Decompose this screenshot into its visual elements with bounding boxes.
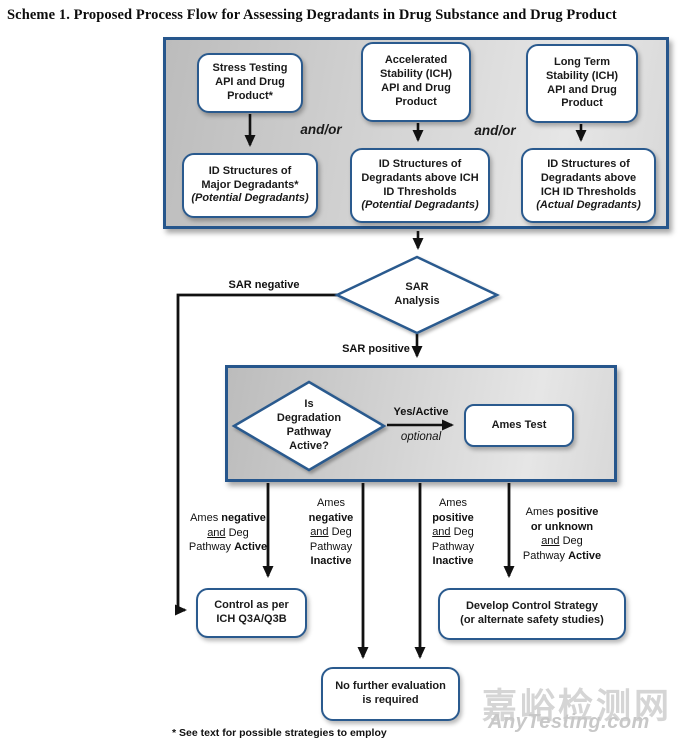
degradation-pathway-label: Is Degradation Pathway Active? — [276, 398, 342, 452]
sar-analysis-label: SAR Analysis — [394, 281, 440, 307]
branch-label-ames-positive-inactive: Ames positive and Deg Pathway Inactive — [431, 497, 475, 568]
node-develop-control-strategy-label: Develop Control Strategy (or alternate s… — [460, 600, 604, 626]
and-or-label-right: and/or — [474, 123, 516, 138]
node-develop-control-strategy: Develop Control Strategy (or alternate s… — [438, 588, 626, 640]
node-stress-testing-label: Stress Testing API and Drug Product* — [212, 62, 288, 102]
watermark-chinese: 嘉峪检测网 — [482, 687, 673, 726]
node-id-degradants-ich-potential-label: ID Structures of Degradants above ICH ID… — [361, 157, 479, 212]
node-id-degradants-ich-actual-label: ID Structures of Degradants above ICH ID… — [536, 157, 641, 212]
watermark-anytesting: AnyTesting.com — [488, 711, 650, 733]
sar-positive-label: SAR positive — [342, 343, 410, 355]
branch-label-ames-negative-inactive: Ames negative and Deg Pathway Inactive — [308, 497, 354, 568]
node-no-further-evaluation: No further evaluation is required — [321, 667, 460, 721]
optional-label: optional — [400, 431, 442, 443]
node-control-ich-q3a-q3b-label: Control as per ICH Q3A/Q3B — [214, 599, 289, 625]
branch-label-ames-positive-active: Ames positive or unknown and Deg Pathway… — [522, 506, 602, 562]
footnote: * See text for possible strategies to em… — [172, 727, 387, 739]
node-longterm-stability-label: Long Term Stability (ICH) API and Drug P… — [545, 55, 619, 110]
node-id-degradants-ich-potential: ID Structures of Degradants above ICH ID… — [350, 148, 490, 223]
node-accelerated-stability: Accelerated Stability (ICH) API and Drug… — [361, 42, 471, 122]
node-longterm-stability: Long Term Stability (ICH) API and Drug P… — [526, 44, 638, 123]
and-or-label-left: and/or — [300, 122, 342, 137]
node-id-major-degradants: ID Structures of Major Degradants* (Pote… — [182, 153, 318, 218]
branch-label-ames-negative-active: Ames negative and Deg Pathway Active — [188, 512, 268, 554]
node-no-further-evaluation-label: No further evaluation is required — [335, 680, 446, 706]
node-ames-test: Ames Test — [464, 404, 574, 447]
node-ames-test-label: Ames Test — [491, 418, 547, 431]
sar-negative-label: SAR negative — [228, 279, 300, 291]
node-accelerated-stability-label: Accelerated Stability (ICH) API and Drug… — [379, 54, 453, 108]
yes-active-label: Yes/Active — [393, 406, 449, 418]
node-control-ich-q3a-q3b: Control as per ICH Q3A/Q3B — [196, 588, 307, 638]
node-id-degradants-ich-actual: ID Structures of Degradants above ICH ID… — [521, 148, 656, 223]
node-stress-testing: Stress Testing API and Drug Product* — [197, 53, 303, 113]
node-id-major-degradants-label: ID Structures of Major Degradants* (Pote… — [191, 164, 309, 205]
scheme-title: Scheme 1. Proposed Process Flow for Asse… — [7, 7, 617, 23]
